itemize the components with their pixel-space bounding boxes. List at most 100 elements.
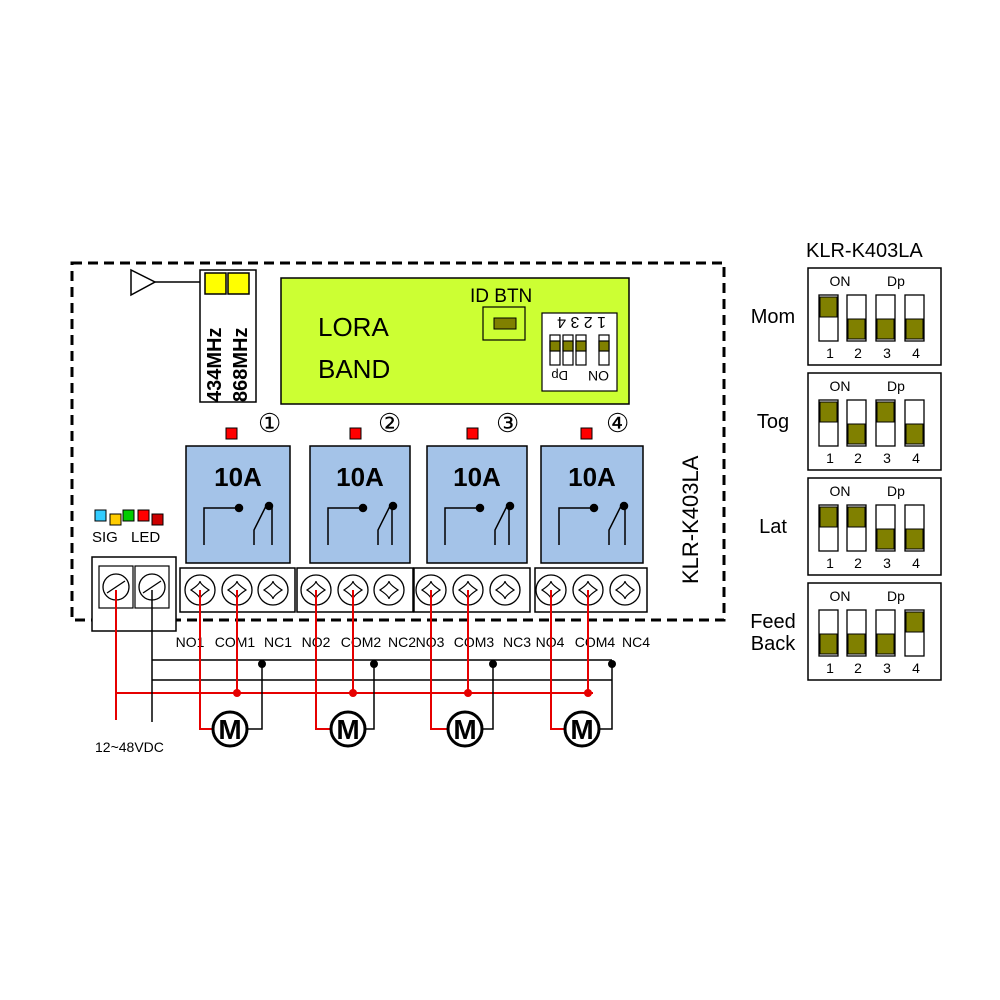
mode-name: Feed (750, 611, 796, 633)
dip-switch-number: 3 (883, 345, 891, 361)
sig-label: SIG (92, 529, 118, 546)
relay-3-contact-symbol (444, 501, 515, 545)
contact-no-line (327, 507, 361, 545)
status-leds: SIG LED (92, 509, 164, 546)
contact-dot (589, 503, 599, 513)
onboard-dip-on: ON (588, 368, 609, 384)
dip-switch-number: 1 (826, 555, 834, 571)
motor-body (563, 710, 601, 748)
motor-body (211, 710, 249, 748)
onboard-dip-dp: Dp (551, 368, 568, 383)
terminal-screw (609, 574, 641, 606)
terminal-screw-slot (378, 580, 400, 600)
relay-1-rating: 10A (214, 462, 262, 492)
relay-2-contact-symbol (327, 501, 398, 545)
freq-868-label: 868MHz (230, 328, 252, 402)
contact-no-line (203, 507, 237, 545)
relay-1-nc-label: NC1 (264, 634, 292, 650)
mode-name: Back (751, 633, 796, 655)
junction-dot (258, 660, 266, 668)
relay-2-number: ② (378, 408, 401, 438)
dip-switch-number: 2 (854, 450, 862, 466)
relay-3-number: ③ (496, 408, 519, 438)
dip-switch-number: 2 (854, 555, 862, 571)
mode-on-label: ON (830, 378, 851, 394)
motor-label: M (453, 714, 476, 745)
relay-4-contact-symbol (558, 501, 629, 545)
relay-4-rating: 10A (568, 462, 616, 492)
terminal-screw (373, 574, 405, 606)
contact-dot (264, 501, 274, 511)
mode-on-label: ON (830, 273, 851, 289)
motor-body (329, 710, 367, 748)
dip-switch-4-knob (905, 528, 924, 550)
no-wire-4 (550, 590, 566, 730)
terminal-screw-slot (614, 580, 636, 600)
antenna-icon (130, 268, 203, 297)
led-cyan (94, 509, 107, 522)
lora-panel: LORA BAND ID BTN 1 2 3 4 ON Dp (280, 277, 630, 405)
contact-dot (388, 501, 398, 511)
junction-dot (370, 660, 378, 668)
id-button[interactable] (493, 317, 517, 330)
terminal-screw-slot (262, 580, 284, 600)
mode-name: Tog (757, 411, 789, 433)
dip-switch-2-knob (847, 506, 866, 528)
id-button-frame (482, 306, 526, 341)
board-outline (70, 261, 726, 622)
dip-switch-2-knob (847, 318, 866, 340)
led-yellow (109, 513, 122, 526)
relay-1-number: ① (258, 408, 281, 438)
dip-switch-1-knob (819, 401, 838, 423)
mode-on-label: ON (830, 483, 851, 499)
contact-dot (619, 501, 629, 511)
power-supply-label: 12~48VDC (95, 739, 164, 755)
id-btn-label: ID BTN (470, 286, 532, 307)
motor-icon: M (446, 710, 484, 748)
led-green (122, 509, 135, 522)
relay-1-com-label: COM1 (215, 634, 256, 650)
mode-on-label: ON (830, 588, 851, 604)
contact-dot (234, 503, 244, 513)
dip-switch-number: 1 (826, 450, 834, 466)
contact-no-line (558, 507, 592, 545)
relay-1-indicator (225, 427, 238, 440)
dip-switch-number: 4 (912, 555, 920, 571)
relay-3-nc-label: NC3 (503, 634, 531, 650)
motor-label: M (218, 714, 241, 745)
relay-1-no-label: NO1 (176, 634, 205, 650)
no-wire-1 (199, 590, 214, 730)
freq-jumper-434 (204, 272, 227, 295)
terminal-screw-slot (494, 580, 516, 600)
dip-switch-4-knob (905, 423, 924, 445)
band-label: BAND (318, 354, 390, 384)
dip-switch-3-knob (876, 633, 895, 655)
dip-switch-number: 3 (883, 660, 891, 676)
led-red (137, 509, 150, 522)
dip-switch-number: 3 (883, 450, 891, 466)
junction-dot (608, 660, 616, 668)
relay-4-number: ④ (606, 408, 629, 438)
mode-dp-label: Dp (887, 483, 905, 499)
nc-wire-3 (481, 664, 494, 730)
relay-2-rating: 10A (336, 462, 384, 492)
junction-dot (489, 660, 497, 668)
dip-switch-number: 4 (912, 345, 920, 361)
led-label: LED (131, 529, 160, 546)
onboard-dip-numbers: 1 2 3 4 (557, 313, 606, 330)
dip-switch-number: 1 (826, 660, 834, 676)
junction-dot (464, 689, 472, 697)
dip-switch-3-knob (876, 401, 895, 423)
motor-icon: M (563, 710, 601, 748)
nc-wire-1 (246, 664, 263, 730)
relay-4-nc-label: NC4 (622, 634, 650, 650)
motor-label: M (336, 714, 359, 745)
terminal-screw (257, 574, 289, 606)
